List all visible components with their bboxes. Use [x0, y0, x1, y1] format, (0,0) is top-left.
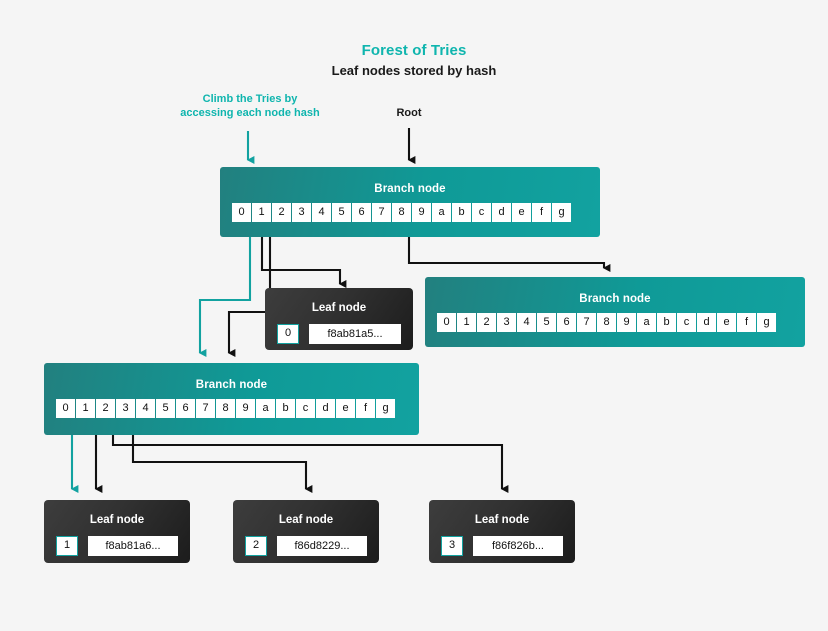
annotation-climb-the-tries: Climb the Tries by accessing each node h… [180, 93, 320, 119]
branch-cell-c[interactable]: c [677, 313, 696, 332]
branch-cell-7[interactable]: 7 [372, 203, 391, 222]
branch-cell-a[interactable]: a [637, 313, 656, 332]
branch-cell-5[interactable]: 5 [332, 203, 351, 222]
leaf-node-0[interactable]: Leaf node 0 f8ab81a5... [265, 288, 413, 350]
leaf-node-0-title: Leaf node [311, 302, 367, 314]
wire-root-cell1-to-lower-branch [227, 221, 272, 358]
branch-node-right-title: Branch node [579, 293, 651, 305]
branch-cell-c[interactable]: c [472, 203, 491, 222]
leaf-node-2-index: 2 [245, 536, 267, 556]
branch-cell-e[interactable]: e [717, 313, 736, 332]
branch-cell-4[interactable]: 4 [517, 313, 536, 332]
branch-cell-d[interactable]: d [697, 313, 716, 332]
branch-cell-d[interactable]: d [316, 399, 335, 418]
branch-cell-f[interactable]: f [532, 203, 551, 222]
leaf-node-0-index: 0 [277, 324, 299, 344]
branch-cell-0[interactable]: 0 [232, 203, 251, 222]
branch-cell-9[interactable]: 9 [236, 399, 255, 418]
branch-cell-7[interactable]: 7 [196, 399, 215, 418]
branch-cell-6[interactable]: 6 [352, 203, 371, 222]
branch-node-root-title: Branch node [374, 183, 446, 195]
branch-cell-3[interactable]: 3 [497, 313, 516, 332]
branch-cell-2[interactable]: 2 [477, 313, 496, 332]
page-title: Forest of Tries [361, 42, 467, 59]
branch-cell-g[interactable]: g [757, 313, 776, 332]
branch-cell-3[interactable]: 3 [292, 203, 311, 222]
branch-cell-a[interactable]: a [432, 203, 451, 222]
leaf-node-3-hash: f86f826b... [473, 536, 563, 556]
annotation-root: Root [396, 107, 422, 119]
branch-cell-3[interactable]: 3 [116, 399, 135, 418]
branch-cell-2[interactable]: 2 [272, 203, 291, 222]
branch-cell-9[interactable]: 9 [617, 313, 636, 332]
branch-cell-6[interactable]: 6 [176, 399, 195, 418]
branch-cell-5[interactable]: 5 [156, 399, 175, 418]
leaf-node-2-hash: f86d8229... [277, 536, 367, 556]
leaf-node-3-index: 3 [441, 536, 463, 556]
branch-cell-0[interactable]: 0 [437, 313, 456, 332]
branch-cell-4[interactable]: 4 [136, 399, 155, 418]
branch-cell-9[interactable]: 9 [412, 203, 431, 222]
branch-cell-e[interactable]: e [512, 203, 531, 222]
branch-cell-5[interactable]: 5 [537, 313, 556, 332]
branch-cell-8[interactable]: 8 [216, 399, 235, 418]
branch-cell-b[interactable]: b [657, 313, 676, 332]
page-subtitle: Leaf nodes stored by hash [331, 63, 497, 78]
branch-cell-1[interactable]: 1 [76, 399, 95, 418]
branch-cell-2[interactable]: 2 [96, 399, 115, 418]
branch-cell-8[interactable]: 8 [597, 313, 616, 332]
branch-cell-f[interactable]: f [356, 399, 375, 418]
branch-cell-b[interactable]: b [452, 203, 471, 222]
branch-cell-f[interactable]: f [737, 313, 756, 332]
leaf-node-3[interactable]: Leaf node 3 f86f826b... [429, 500, 575, 563]
branch-cell-4[interactable]: 4 [312, 203, 331, 222]
branch-cell-1[interactable]: 1 [457, 313, 476, 332]
leaf-node-0-row: 0 f8ab81a5... [265, 314, 413, 344]
branch-cell-6[interactable]: 6 [557, 313, 576, 332]
branch-cell-a[interactable]: a [256, 399, 275, 418]
leaf-node-2-title: Leaf node [278, 514, 334, 526]
leaf-node-2-row: 2 f86d8229... [233, 526, 379, 556]
branch-cell-e[interactable]: e [336, 399, 355, 418]
branch-cell-c[interactable]: c [296, 399, 315, 418]
leaf-node-1-title: Leaf node [89, 514, 145, 526]
branch-cell-b[interactable]: b [276, 399, 295, 418]
branch-cell-d[interactable]: d [492, 203, 511, 222]
leaf-node-1-index: 1 [56, 536, 78, 556]
branch-cell-7[interactable]: 7 [577, 313, 596, 332]
leaf-node-1[interactable]: Leaf node 1 f8ab81a6... [44, 500, 190, 563]
leaf-node-0-hash: f8ab81a5... [309, 324, 401, 344]
branch-cell-g[interactable]: g [552, 203, 571, 222]
branch-cell-8[interactable]: 8 [392, 203, 411, 222]
leaf-node-3-title: Leaf node [474, 514, 530, 526]
leaf-node-3-row: 3 f86f826b... [429, 526, 575, 556]
leaf-node-1-hash: f8ab81a6... [88, 536, 178, 556]
branch-cell-g[interactable]: g [376, 399, 395, 418]
wire-root-cell0-to-lower-branch [198, 221, 252, 358]
leaf-node-2[interactable]: Leaf node 2 f86d8229... [233, 500, 379, 563]
branch-node-lower-title: Branch node [195, 379, 268, 391]
leaf-node-1-row: 1 f8ab81a6... [44, 526, 190, 556]
branch-cell-1[interactable]: 1 [252, 203, 271, 222]
branch-cell-0[interactable]: 0 [56, 399, 75, 418]
